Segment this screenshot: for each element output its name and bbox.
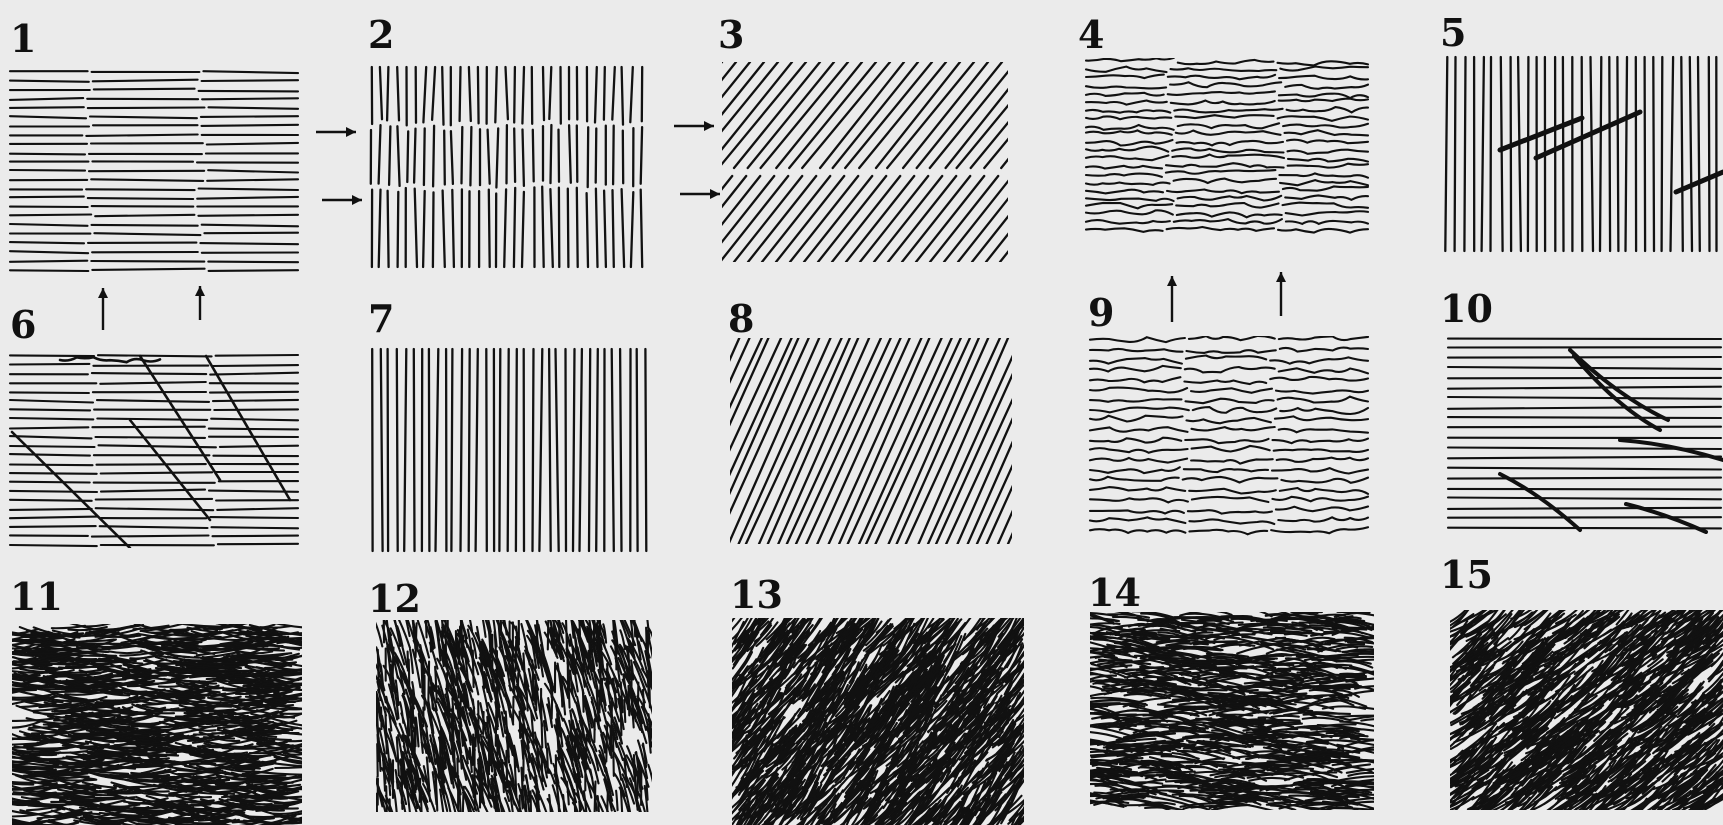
panel-number-2: 2	[368, 12, 394, 57]
hatch-panel-4	[1086, 58, 1368, 233]
panel-number-3: 3	[718, 12, 744, 57]
panel-number-13: 13	[730, 572, 783, 617]
panel-number-9: 9	[1088, 290, 1114, 335]
panel-number-8: 8	[728, 296, 754, 341]
panel-number-11: 11	[10, 574, 63, 619]
panel-number-5: 5	[1440, 10, 1466, 55]
panel-number-4: 4	[1078, 12, 1104, 57]
panel-number-1: 1	[10, 16, 36, 61]
arrow-up-9b	[1276, 272, 1286, 316]
panel-number-15: 15	[1440, 552, 1493, 597]
arrow-up-9a	[1167, 276, 1177, 322]
arrow-right-2a	[316, 127, 356, 137]
hatch-panel-13	[716, 599, 1039, 825]
panel-number-6: 6	[10, 302, 36, 347]
hatch-panel-6	[10, 355, 298, 548]
hatch-panel-15	[1430, 592, 1723, 825]
panel-number-7: 7	[368, 296, 394, 341]
arrow-up-1b	[195, 286, 205, 320]
hatch-panel-2	[371, 67, 642, 267]
hatch-panel-3	[566, 62, 1170, 262]
hatch-panel-11	[0, 620, 328, 825]
panel-number-14: 14	[1088, 570, 1141, 615]
arrow-right-2b	[322, 195, 362, 205]
hatch-panel-10	[1448, 339, 1723, 532]
hatch-panel-14	[1065, 609, 1400, 816]
hatch-panel-7	[372, 349, 646, 551]
hatch-panel-9	[1090, 336, 1368, 534]
hatch-panel-5	[1445, 57, 1723, 251]
hatch-panel-12	[373, 602, 658, 825]
hatch-panel-1	[10, 71, 298, 271]
arrow-right-3b	[680, 189, 720, 199]
panel-number-10: 10	[1440, 286, 1493, 331]
panel-number-12: 12	[368, 576, 421, 621]
hatch-panel-8	[635, 338, 1112, 544]
arrow-right-3a	[674, 121, 714, 131]
arrow-up-1a	[98, 288, 108, 330]
